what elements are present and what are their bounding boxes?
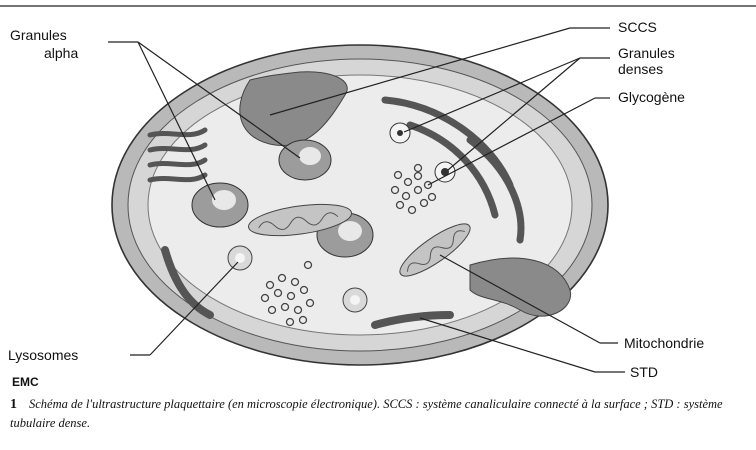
alpha-granule-2-core	[299, 147, 321, 165]
dense-granule-1-core	[397, 130, 403, 136]
figure-caption-text: Schéma de l'ultrastructure plaquettaire …	[10, 397, 723, 430]
platelet-diagram: Granules alpha SCCS Granules denses Glyc…	[0, 0, 756, 395]
label-granules-alpha-line2: alpha	[44, 45, 78, 61]
label-lysosomes: Lysosomes	[8, 347, 78, 363]
label-std: STD	[630, 364, 658, 380]
alpha-granule-3-core	[338, 221, 362, 241]
lysosome-core	[235, 253, 245, 263]
label-glycogene: Glycogène	[618, 89, 685, 105]
figure-number: 1	[10, 397, 17, 412]
label-sccs: SCCS	[618, 19, 657, 35]
label-granules-alpha-line1: Granules	[10, 27, 67, 43]
alpha-granule-1-core	[212, 190, 236, 210]
label-granules-denses-line1: Granules	[618, 45, 675, 61]
label-mitochondrie: Mitochondrie	[624, 335, 704, 351]
lysosome-2-core	[350, 295, 360, 305]
emc-logo: EMC	[12, 375, 39, 389]
label-granules-denses-line2: denses	[618, 61, 663, 77]
